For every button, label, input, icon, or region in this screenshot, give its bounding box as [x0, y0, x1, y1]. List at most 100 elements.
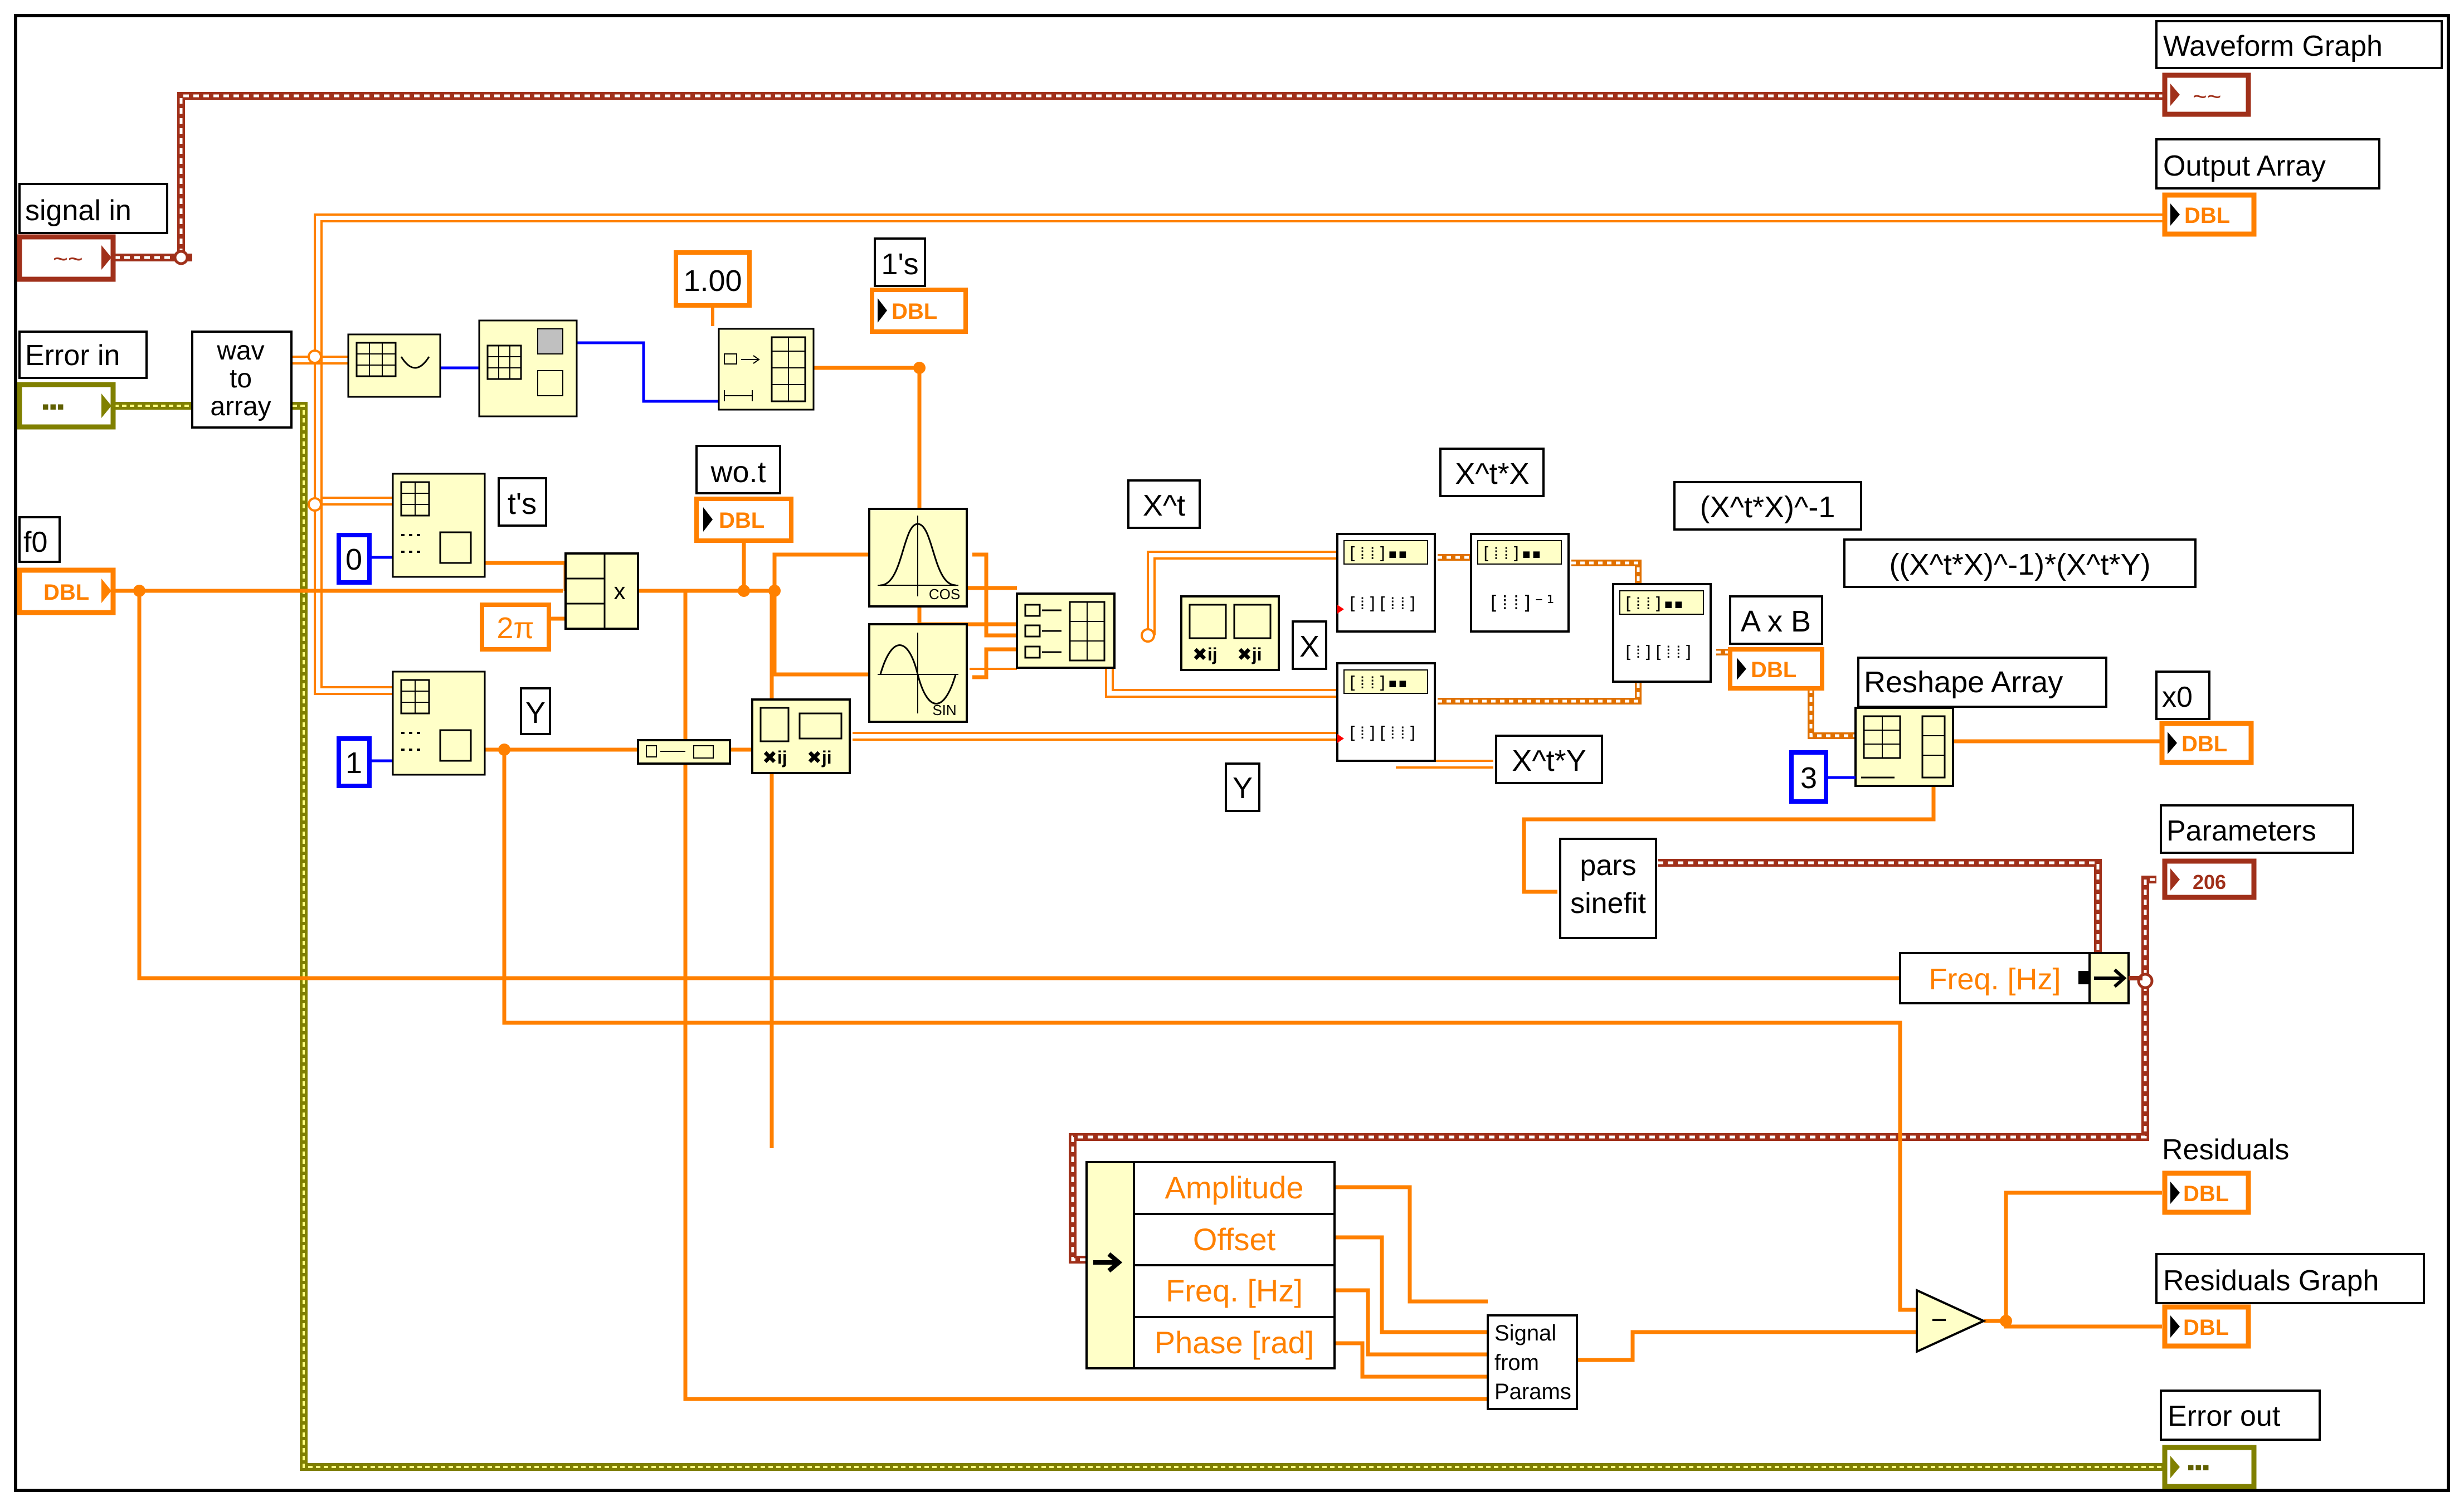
residuals-graph-indicator[interactable]: Residuals Graph DBL	[2155, 1253, 2425, 1349]
unbundle-freq-node[interactable]: Freq. [Hz]	[1899, 952, 2142, 1004]
f0-dbl: DBL	[43, 580, 89, 605]
svg-text:X^t: X^t	[1143, 489, 1185, 522]
svg-text:1's: 1's	[881, 247, 918, 281]
diagram-border	[14, 14, 2450, 1492]
svg-text:COS: COS	[929, 586, 960, 603]
matrix-multiply-xtx[interactable]: [⁞⁞]▪▪ [⁞][⁞⁞]	[1336, 533, 1436, 633]
array-double-wires	[293, 213, 2165, 769]
bundle-field-phase: Phase [rad]	[1155, 1325, 1314, 1360]
bundle-by-name-node[interactable]: Amplitude Offset Freq. [Hz] Phase [rad]	[1085, 1161, 1336, 1369]
svg-text:X: X	[1299, 630, 1319, 663]
array-subset-node[interactable]	[347, 333, 441, 398]
output-array-label: Output Array	[2163, 150, 2326, 182]
waveform-graph-indicator[interactable]: Waveform Graph ~~	[2155, 20, 2443, 117]
pars-sinefit-node[interactable]: pars sinefit	[1559, 838, 1657, 939]
constant-zero[interactable]: 0	[337, 533, 372, 585]
svg-text:✖ij: ✖ij	[762, 747, 787, 767]
svg-text:DBL: DBL	[1751, 658, 1796, 682]
error-out-cluster-icon: ▪▪▪	[2187, 1456, 2209, 1479]
residuals-indicator[interactable]: Residuals DBL	[2162, 1134, 2289, 1215]
build-array-node[interactable]	[1016, 592, 1116, 669]
transpose-node-x[interactable]: ✖ij ✖ji	[1180, 595, 1280, 671]
svg-text:Reshape Array: Reshape Array	[1864, 665, 2063, 699]
xtx-inv-xty-label: ((X^t*X)^-1)*(X^t*Y)	[1843, 538, 2197, 588]
svg-text:Freq. [Hz]: Freq. [Hz]	[1929, 963, 2061, 996]
x-label: X	[1292, 620, 1327, 670]
residuals-dbl: DBL	[2183, 1182, 2229, 1206]
signal-from-params-node[interactable]: Signal from Params	[1487, 1314, 1578, 1410]
waveform-icon: ~~	[53, 244, 83, 273]
constant-one-point-zero[interactable]: 1.00	[674, 250, 752, 308]
initialize-array-node[interactable]	[718, 328, 815, 411]
svg-text:X^t*X: X^t*X	[1455, 457, 1529, 490]
wav-to-array-node[interactable]: wav to array	[191, 331, 293, 429]
svg-text:[⁞][⁞⁞]: [⁞][⁞⁞]	[1347, 723, 1418, 743]
constant-one[interactable]: 1	[337, 736, 372, 788]
svg-text:3: 3	[1800, 761, 1817, 795]
residuals-graph-label: Residuals Graph	[2163, 1265, 2379, 1297]
error-in-label: Error in	[25, 339, 120, 372]
ramp-node-y[interactable]	[392, 671, 486, 776]
svg-text:[⁞][⁞⁞]: [⁞][⁞⁞]	[1623, 643, 1693, 662]
svg-text:wo.t: wo.t	[710, 455, 766, 489]
residuals-label: Residuals	[2162, 1134, 2289, 1166]
waveform-graph-icon: ~~	[2193, 83, 2221, 110]
y-label-mid: Y	[1225, 762, 1260, 812]
svg-text:((X^t*X)^-1)*(X^t*Y): ((X^t*X)^-1)*(X^t*Y)	[1889, 548, 2150, 581]
svg-text:DBL: DBL	[719, 508, 764, 533]
x0-dbl: DBL	[2181, 732, 2227, 756]
svg-text:Params: Params	[1494, 1379, 1571, 1404]
svg-text:x: x	[614, 578, 626, 604]
reshape-array-node[interactable]: Reshape Array	[1854, 657, 2107, 787]
parameters-label: Parameters	[2166, 815, 2316, 847]
matrix-multiply-xty[interactable]: [⁞⁞]▪▪ [⁞][⁞⁞]	[1336, 662, 1436, 762]
transpose-node-y[interactable]: ✖ij ✖ji	[751, 698, 851, 774]
bundle-field-amplitude: Amplitude	[1165, 1170, 1303, 1205]
ramp-node-ts[interactable]	[392, 473, 486, 578]
terminals: signal in ~~ Error in ▪▪▪ f0 DBL Wavefor…	[17, 20, 2443, 1489]
error-out-indicator[interactable]: Error out ▪▪▪	[2160, 1390, 2321, 1489]
blue-wires	[371, 341, 719, 762]
x0-label: x0	[2162, 681, 2193, 713]
svg-text:DBL: DBL	[892, 299, 937, 324]
svg-text:0: 0	[345, 543, 362, 576]
xtx-label: X^t*X	[1439, 448, 1545, 497]
svg-text:wav: wav	[216, 336, 264, 366]
ones-label: 1's DBL	[870, 237, 968, 334]
cosine-node[interactable]: COS	[868, 508, 968, 608]
error-in-control[interactable]: Error in ▪▪▪	[17, 331, 148, 430]
sine-node[interactable]: SIN	[868, 623, 968, 723]
svg-text:Y: Y	[525, 696, 546, 730]
constant-two-pi[interactable]: 2π	[480, 603, 551, 652]
f0-control[interactable]: f0 DBL	[17, 516, 116, 615]
svg-text:[⁞⁞]⁻¹: [⁞⁞]⁻¹	[1488, 592, 1556, 614]
residuals-graph-dbl: DBL	[2183, 1315, 2229, 1340]
error-cluster-icon: ▪▪▪	[42, 395, 64, 419]
svg-text:A x B: A x B	[1741, 605, 1811, 638]
matrix-multiply-axb[interactable]: [⁞⁞]▪▪ [⁞][⁞⁞]	[1612, 583, 1712, 683]
svg-text:sinefit: sinefit	[1570, 887, 1646, 920]
parameters-indicator[interactable]: Parameters 206	[2160, 804, 2354, 900]
matrix-inverse-node[interactable]: [⁞⁞]▪▪ [⁞⁞]⁻¹	[1470, 533, 1570, 633]
x0-indicator[interactable]: x0 DBL	[2155, 671, 2254, 765]
svg-text:from: from	[1494, 1350, 1539, 1375]
output-array-indicator[interactable]: Output Array DBL	[2155, 138, 2380, 237]
bundle-field-freq: Freq. [Hz]	[1166, 1273, 1303, 1308]
subtract-node[interactable]: −	[1916, 1288, 1986, 1354]
reshape-1d-node[interactable]	[637, 739, 731, 765]
signal-in-control[interactable]: signal in ~~	[17, 183, 168, 282]
svg-text:pars: pars	[1580, 849, 1636, 882]
svg-text:1.00: 1.00	[683, 264, 742, 298]
svg-text:X^t*Y: X^t*Y	[1512, 744, 1586, 778]
svg-text:array: array	[210, 392, 271, 421]
wires	[114, 92, 2165, 1471]
svg-text:[⁞][⁞⁞]: [⁞][⁞⁞]	[1347, 594, 1418, 614]
constant-three[interactable]: 3	[1789, 750, 1828, 804]
svg-text:[⁞⁞]▪▪: [⁞⁞]▪▪	[1623, 594, 1683, 614]
array-size-node[interactable]	[478, 319, 578, 417]
bundle-field-offset: Offset	[1193, 1222, 1276, 1257]
error-out-label: Error out	[2168, 1400, 2281, 1432]
f0-label: f0	[23, 526, 47, 558]
waveform-graph-label: Waveform Graph	[2163, 30, 2383, 62]
multiply-node[interactable]: x	[564, 552, 639, 630]
